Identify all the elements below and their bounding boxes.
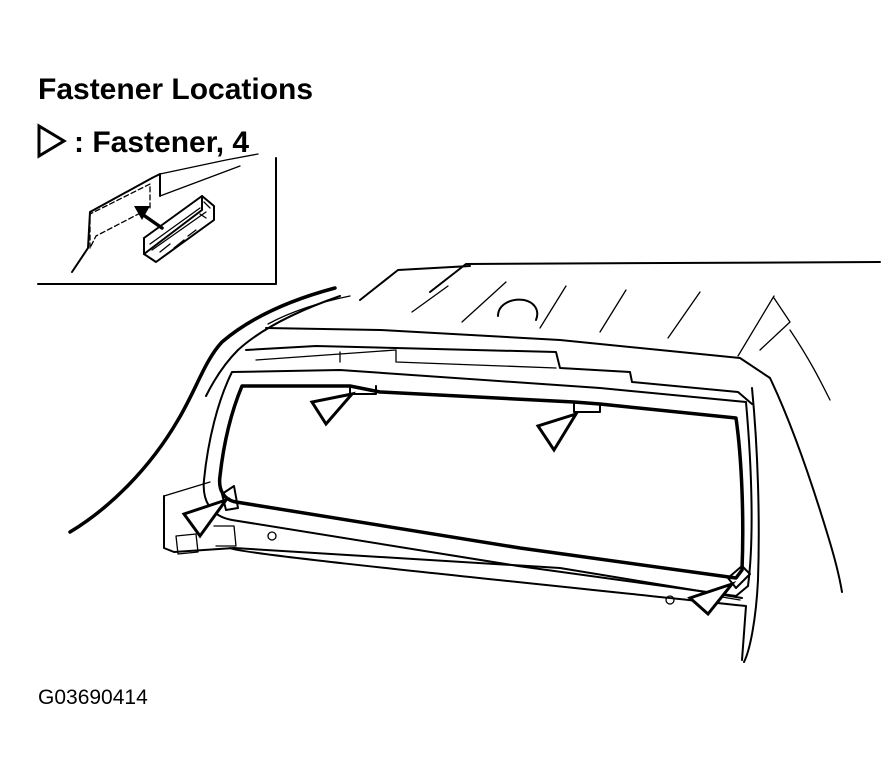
fastener-marker-2	[535, 411, 580, 453]
legend: : Fastener, 4	[37, 123, 249, 159]
fastener-marker-4	[687, 580, 737, 617]
fastener-part-icon	[143, 195, 215, 263]
diagram-title: Fastener Locations	[38, 73, 313, 106]
fastener-markers	[181, 391, 737, 617]
inset-detail	[37, 153, 277, 285]
rear-window	[202, 369, 753, 597]
fastener-marker-1	[309, 391, 357, 427]
fastener-marker-3	[181, 497, 230, 539]
vehicle-body	[68, 261, 881, 663]
legend-label: : Fastener, 4	[74, 126, 249, 159]
triangle-marker-icon	[37, 123, 67, 159]
figure-code: G03690414	[38, 686, 148, 709]
